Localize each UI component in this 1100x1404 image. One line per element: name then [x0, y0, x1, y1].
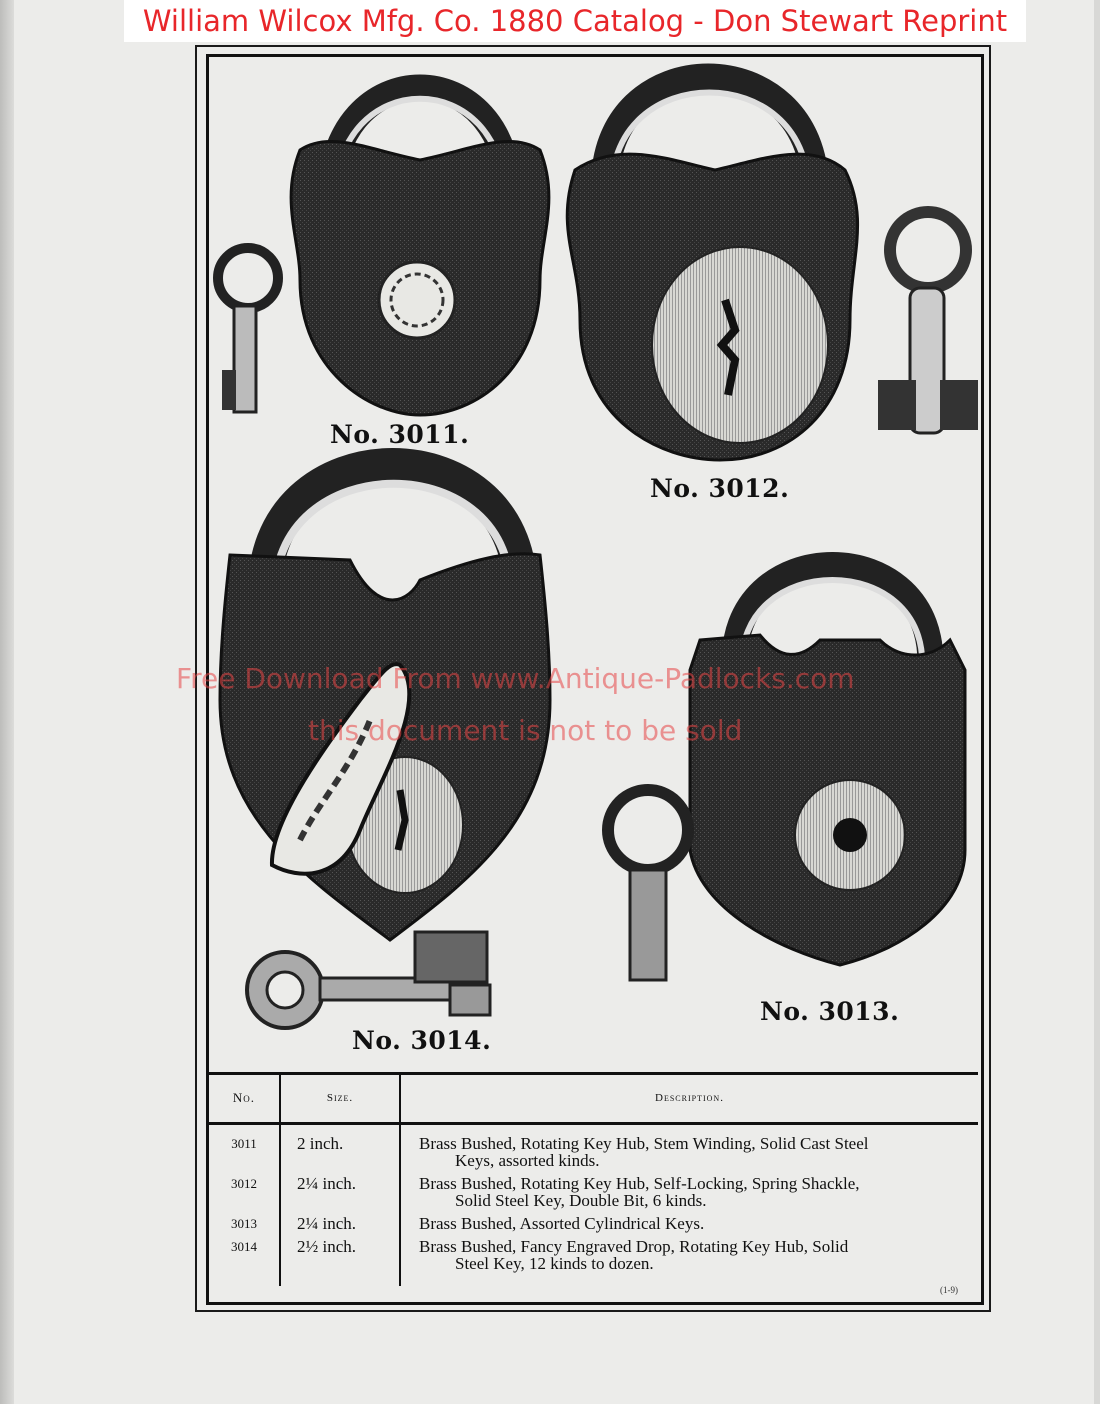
cell-no: 3014	[209, 1234, 281, 1286]
padlock-3013-drawing	[688, 552, 967, 967]
label-no-3011: No. 3011.	[330, 420, 470, 449]
desc-line: Brass Bushed, Rotating Key Hub, Self-Loc…	[419, 1174, 860, 1193]
label-no-3014: No. 3014.	[352, 1026, 492, 1055]
cell-no: 3011	[209, 1123, 281, 1171]
table-row: 3012 2¼ inch. Brass Bushed, Rotating Key…	[209, 1171, 978, 1211]
desc-line: Steel Key, 12 kinds to dozen.	[455, 1254, 654, 1273]
label-no-3013: No. 3013.	[760, 997, 900, 1026]
key-3013-drawing	[602, 784, 694, 982]
cell-description: Brass Bushed, Rotating Key Hub, Self-Loc…	[400, 1171, 978, 1211]
header-description: Description.	[400, 1074, 978, 1125]
cell-description: Brass Bushed, Rotating Key Hub, Stem Win…	[400, 1124, 978, 1172]
header-no: No.	[209, 1074, 281, 1125]
label-no-3012: No. 3012.	[650, 474, 790, 503]
padlock-3011-drawing	[289, 74, 551, 417]
header-size: Size.	[280, 1074, 401, 1125]
cell-description: Brass Bushed, Assorted Cylindrical Keys.	[400, 1211, 978, 1234]
table-row: 3013 2¼ inch. Brass Bushed, Assorted Cyl…	[209, 1211, 978, 1234]
desc-line: Brass Bushed, Fancy Engraved Drop, Rotat…	[419, 1237, 849, 1256]
table-row: 3014 2½ inch. Brass Bushed, Fancy Engrav…	[209, 1234, 978, 1286]
key-3012-drawing	[878, 206, 978, 435]
cell-size: 2¼ inch.	[280, 1171, 401, 1211]
cell-size: 2 inch.	[280, 1123, 401, 1171]
desc-line: Brass Bushed, Assorted Cylindrical Keys.	[419, 1214, 705, 1233]
cell-size: 2¼ inch.	[280, 1211, 401, 1234]
cell-no: 3013	[209, 1211, 281, 1234]
page-edge	[1094, 0, 1100, 1404]
page-mark: (1-9)	[940, 1285, 958, 1295]
table-header-row: No. Size. Description.	[209, 1074, 978, 1125]
cell-size: 2½ inch.	[280, 1234, 401, 1286]
desc-line: Brass Bushed, Rotating Key Hub, Stem Win…	[419, 1134, 869, 1153]
padlock-3012-drawing	[565, 63, 860, 462]
desc-line: Solid Steel Key, Double Bit, 6 kinds.	[455, 1191, 707, 1210]
page-border-inner	[206, 54, 984, 1305]
catalog-title: William Wilcox Mfg. Co. 1880 Catalog - D…	[124, 0, 1026, 42]
watermark-line-2: this document is not to be sold	[308, 714, 743, 747]
table-row: 3011 2 inch. Brass Bushed, Rotating Key …	[209, 1123, 978, 1172]
table-top-rule	[209, 1072, 978, 1075]
page-border-outer	[195, 45, 991, 1312]
key-3014-drawing	[245, 930, 492, 1030]
key-3011-drawing	[213, 243, 283, 414]
watermark-line-1: Free Download From www.Antique-Padlocks.…	[176, 662, 855, 695]
padlock-3014-drawing	[218, 448, 552, 942]
product-spec-table: No. Size. Description. 3011 2 inch. Bras…	[209, 1074, 978, 1286]
desc-line: Keys, assorted kinds.	[455, 1151, 600, 1170]
cell-description: Brass Bushed, Fancy Engraved Drop, Rotat…	[400, 1234, 978, 1286]
cell-no: 3012	[209, 1171, 281, 1211]
book-gutter	[0, 0, 14, 1404]
